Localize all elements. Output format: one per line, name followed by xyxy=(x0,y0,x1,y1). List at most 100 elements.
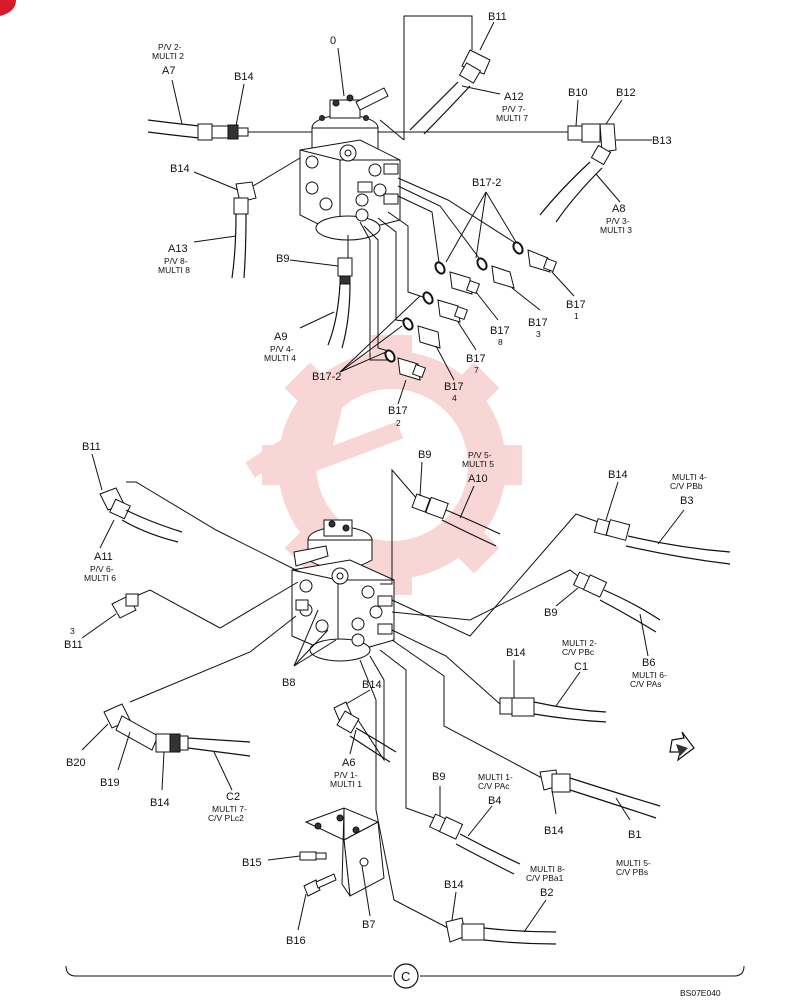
label-c2-sub2: C/V PLc2 xyxy=(208,813,244,823)
label-a7-sub1: P/V 2- xyxy=(158,42,182,52)
label-b20: B20 xyxy=(66,757,86,769)
label-b17-3-num: 3 xyxy=(536,329,541,339)
lower-hoses-and-fittings xyxy=(99,487,731,945)
label-b4-sub1: MULTI 1- xyxy=(478,772,513,782)
label-c1-sub2: C/V PBc xyxy=(562,647,595,657)
label-a7-sub2: MULTI 2 xyxy=(152,51,184,61)
label-b17-1-num: 1 xyxy=(574,311,579,321)
label-c1-sub1: MULTI 2- xyxy=(562,638,597,648)
b17-plug-1 xyxy=(512,241,558,273)
label-b2-sub2: C/V PBa1 xyxy=(526,873,564,883)
label-b3: B3 xyxy=(680,495,693,507)
label-c1: C1 xyxy=(574,661,588,673)
label-a7: A7 xyxy=(162,65,175,77)
label-a6-sub1: P/V 1- xyxy=(334,770,358,780)
lower-connection-lines xyxy=(126,468,599,929)
label-b14-a6: B14 xyxy=(362,679,382,691)
label-b3-sub1: MULTI 4- xyxy=(672,472,707,482)
label-b14-right-1: B14 xyxy=(608,469,628,481)
label-b17-4-num: 4 xyxy=(452,393,457,403)
lower-leader-lines xyxy=(81,453,695,933)
label-b17-3: B17 xyxy=(528,317,548,329)
label-b3-sub2: C/V PBb xyxy=(670,481,703,491)
label-a11-sub2: MULTI 6 xyxy=(84,573,116,583)
label-a12-sub1: P/V 7- xyxy=(502,104,526,114)
label-b11-mid: B11 xyxy=(82,441,101,453)
label-b4-sub2: C/V PAc xyxy=(478,781,510,791)
label-a6: A6 xyxy=(342,757,355,769)
label-b17-7-num: 7 xyxy=(474,365,479,375)
label-c2: C2 xyxy=(226,791,240,803)
section-marker-circle xyxy=(393,963,419,989)
label-b17-2: B17 xyxy=(388,405,408,417)
label-b1-sub1: MULTI 5- xyxy=(616,858,651,868)
label-b6-sub2: C/V PAs xyxy=(630,679,662,689)
label-b17-4: B17 xyxy=(444,381,464,393)
label-b9-right: B9 xyxy=(544,607,557,619)
label-a9-sub1: P/V 4- xyxy=(270,344,294,354)
label-a8-sub1: P/V 3- xyxy=(606,216,630,226)
label-b17-8-num: 8 xyxy=(498,337,503,347)
label-a9: A9 xyxy=(274,331,287,343)
upper-hoses-and-fittings xyxy=(147,49,617,381)
upper-leader-lines xyxy=(171,21,652,405)
label-b10: B10 xyxy=(568,87,588,99)
b17-plug-4 xyxy=(402,317,441,349)
lower-valve-assembly xyxy=(291,519,395,662)
label-b12: B12 xyxy=(616,87,636,99)
label-b6-sub1: MULTI 6- xyxy=(632,670,667,680)
label-b4: B4 xyxy=(488,795,501,807)
section-marker-letter: C xyxy=(401,969,410,984)
label-a12: A12 xyxy=(504,91,524,103)
label-b14-top: B14 xyxy=(234,71,254,83)
label-a13-sub1: P/V 8- xyxy=(164,256,188,266)
label-b9-b4: B9 xyxy=(432,771,445,783)
label-b14-b1: B14 xyxy=(544,825,564,837)
label-a6-sub2: MULTI 1 xyxy=(330,779,362,789)
upper-connection-lines xyxy=(248,15,568,361)
label-b9-top: B9 xyxy=(276,253,289,265)
b17-plug-2 xyxy=(384,349,427,381)
label-b1-sub2: C/V PBs xyxy=(616,867,648,877)
label-b2: B2 xyxy=(540,887,553,899)
label-b11-top: B11 xyxy=(488,11,507,23)
label-b19: B19 xyxy=(100,777,120,789)
label-b11-3: B11 xyxy=(64,639,83,651)
label-b6: B6 xyxy=(642,657,655,669)
label-b11-3-num: 3 xyxy=(70,626,75,636)
label-a10-sub2: MULTI 5 xyxy=(462,459,494,469)
label-b1: B1 xyxy=(628,829,641,841)
label-a12-sub2: MULTI 7 xyxy=(496,113,528,123)
label-0: 0 xyxy=(330,35,336,47)
label-a13-sub2: MULTI 8 xyxy=(158,265,190,275)
label-b15: B15 xyxy=(242,857,262,869)
label-a10-sub1: P/V 5- xyxy=(468,450,492,460)
label-a8: A8 xyxy=(612,203,625,215)
label-a10: A10 xyxy=(468,473,488,485)
label-a13: A13 xyxy=(168,243,188,255)
upper-valve-assembly xyxy=(299,87,401,241)
label-b16: B16 xyxy=(286,935,306,947)
label-a11-sub1: P/V 6- xyxy=(90,564,114,574)
label-b14-left: B14 xyxy=(170,163,190,175)
label-b17-2-bottom: B17-2 xyxy=(312,371,341,383)
label-b17-2-num: 2 xyxy=(396,418,401,428)
label-b17-7: B17 xyxy=(466,353,486,365)
b17-plug-8 xyxy=(434,261,481,295)
label-b17-1: B17 xyxy=(566,299,586,311)
b17-plug-3 xyxy=(476,257,515,289)
label-b2-sub1: MULTI 8- xyxy=(530,864,565,874)
corner-tab-mark xyxy=(0,0,16,16)
label-b13: B13 xyxy=(652,135,672,147)
label-b14-b19: B14 xyxy=(150,797,170,809)
label-b17-8: B17 xyxy=(490,325,510,337)
label-a8-sub2: MULTI 3 xyxy=(600,225,632,235)
label-b14-b2: B14 xyxy=(444,879,464,891)
b17-plug-7 xyxy=(422,291,469,323)
label-a9-sub2: MULTI 4 xyxy=(264,353,296,363)
label-a11: A11 xyxy=(94,551,113,563)
drawing-code: BS07E040 xyxy=(680,988,721,998)
label-c2-sub1: MULTI 7- xyxy=(212,804,247,814)
part-labels: 0 P/V 2- MULTI 2 A7 B14 B11 A12 P/V 7- M… xyxy=(64,11,721,998)
